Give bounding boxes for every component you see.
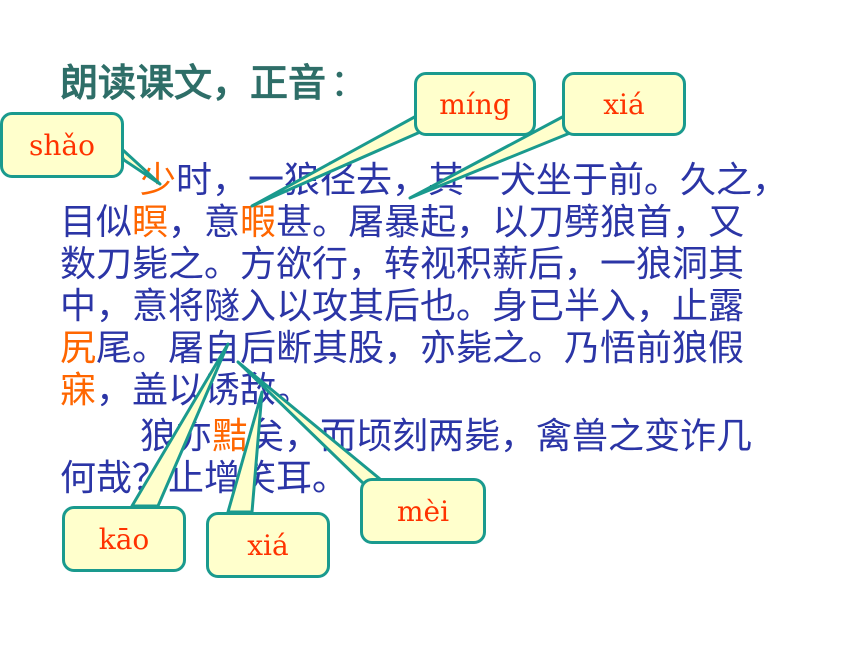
pointer-xia-bottom — [226, 390, 264, 514]
pinyin-text: shǎo — [29, 128, 95, 162]
pinyin-callout-xia-top: xiá — [562, 72, 686, 136]
passage-line: 中，意将隧入以攻其后也。身已半入，止露 — [60, 286, 820, 328]
highlighted-character: 寐 — [60, 370, 97, 411]
text-segment: ，意 — [168, 202, 241, 243]
passage-line: 目似瞑，意暇甚。屠暴起，以刀劈狼首，又 — [60, 202, 820, 244]
pinyin-text: mèi — [396, 494, 450, 528]
pinyin-text: míng — [439, 87, 511, 121]
text-segment: 数刀毙之。方欲行，转视积薪后，一狼洞其 — [60, 244, 745, 285]
passage-line: 数刀毙之。方欲行，转视积薪后，一狼洞其 — [60, 244, 820, 286]
title-colon: ： — [330, 61, 369, 105]
page-title: 朗读课文，正音： — [60, 52, 368, 107]
highlighted-character: 尻 — [60, 328, 97, 369]
passage-line: 何哉？止增笑耳。 — [60, 458, 820, 500]
pinyin-text: kāo — [98, 522, 150, 556]
pinyin-callout-shao: shǎo — [0, 112, 124, 178]
pinyin-callout-xia-bottom: xiá — [206, 512, 330, 578]
text-segment: 甚。屠暴起，以刀劈狼首，又 — [276, 202, 745, 243]
pinyin-callout-mei: mèi — [360, 478, 486, 544]
passage-line: 尻尾。屠自后断其股，亦毙之。乃悟前狼假 — [60, 328, 820, 370]
pinyin-callout-ming: míng — [414, 72, 536, 136]
text-segment: 尾。屠自后断其股，亦毙之。乃悟前狼假 — [96, 328, 745, 369]
pinyin-text: xiá — [247, 528, 289, 562]
highlighted-character: 瞑 — [132, 202, 169, 243]
highlighted-character: 黠 — [212, 416, 249, 457]
pinyin-text: xiá — [603, 87, 645, 121]
text-segment: 目似 — [60, 202, 133, 243]
text-segment: 中，意将隧入以攻其后也。身已半入，止露 — [60, 286, 745, 327]
pointer-kao — [130, 342, 230, 508]
pinyin-callout-kao: kāo — [62, 506, 186, 572]
title-text: 朗读课文，正音 — [60, 61, 327, 105]
text-segment: 何哉？止增笑耳。 — [60, 458, 349, 499]
highlighted-character: 暇 — [240, 202, 277, 243]
